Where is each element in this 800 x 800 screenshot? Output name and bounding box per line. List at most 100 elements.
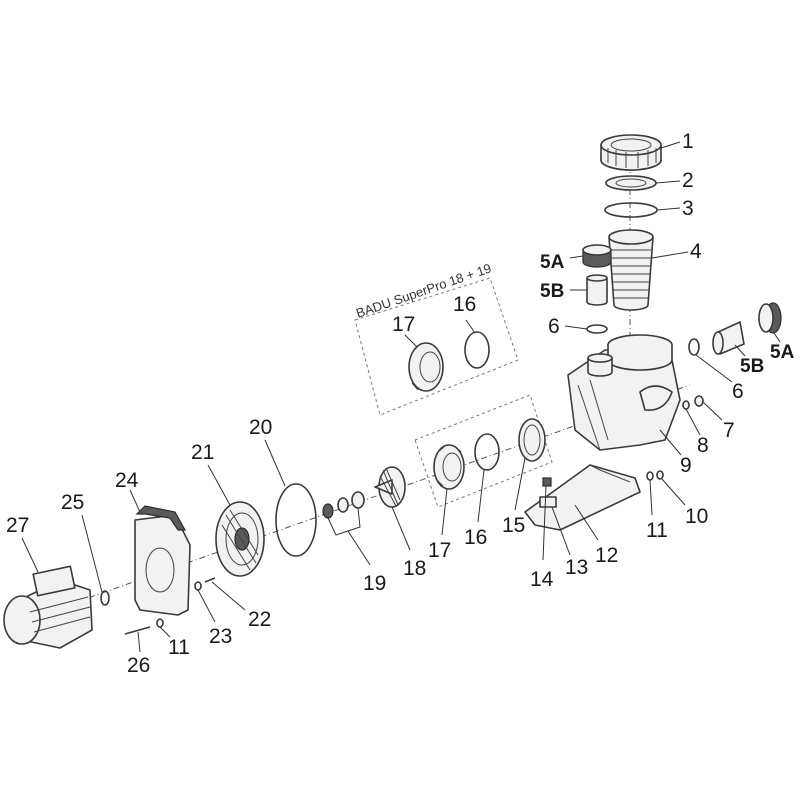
leader-6-right <box>695 354 733 383</box>
callout-2: 2 <box>682 169 694 192</box>
callout-15: 15 <box>502 514 525 537</box>
washer-part-11-right <box>646 471 654 481</box>
washer-part-25 <box>100 590 110 606</box>
leader-14 <box>542 485 547 561</box>
callout-3: 3 <box>682 197 694 220</box>
callout-6-right: 6 <box>732 380 744 403</box>
base-clip-part-14 <box>542 477 552 487</box>
nut-part-10 <box>656 470 664 480</box>
callout-23: 23 <box>209 625 232 648</box>
leader-18 <box>391 506 411 551</box>
lid-oring-part-3 <box>604 202 658 218</box>
leader-22 <box>211 581 246 611</box>
callout-14: 14 <box>530 568 554 591</box>
base-screw-part-13 <box>539 496 557 508</box>
washer-part-11-left <box>156 618 164 628</box>
leader-19 <box>327 507 371 566</box>
leader-13 <box>551 506 571 556</box>
leader-15 <box>514 457 526 511</box>
callout-1: 1 <box>682 130 694 153</box>
leader-11-left <box>159 626 171 638</box>
leader-8 <box>685 408 701 436</box>
callout-19: 19 <box>363 572 386 595</box>
leader-9 <box>659 429 682 456</box>
callout-5a-left: 5A <box>540 252 565 273</box>
callout-11-left: 11 <box>168 636 190 659</box>
leader-26 <box>137 631 141 653</box>
leader-23 <box>197 589 216 623</box>
leader-4 <box>651 251 689 259</box>
leader-17-lower <box>441 488 448 536</box>
callout-24: 24 <box>115 469 139 492</box>
motor-part-27 <box>3 565 93 649</box>
diffuser-ring-part-15 <box>518 418 546 462</box>
group-box-superpro <box>354 277 519 416</box>
impeller-part-18 <box>374 466 406 508</box>
callout-17-upper: 17 <box>392 313 415 336</box>
bolt-part-26 <box>124 626 151 635</box>
diffuser-oring-part-16-lower <box>474 433 500 471</box>
washer-part-23 <box>194 581 202 591</box>
pump-housing-part-9 <box>567 334 681 451</box>
leader-3 <box>656 207 681 211</box>
seal-housing-oring-part-20 <box>275 483 317 557</box>
leader-27 <box>21 537 39 573</box>
leader-7 <box>702 401 723 421</box>
callout-18: 18 <box>403 557 426 580</box>
lid-part-2 <box>605 175 657 191</box>
callout-17-lower: 17 <box>428 539 451 562</box>
leader-6-left <box>564 325 588 330</box>
leader-20 <box>264 439 286 487</box>
callout-27: 27 <box>6 514 29 537</box>
leader-5a-right <box>773 332 781 343</box>
callout-6-left: 6 <box>548 315 560 338</box>
callout-16-lower: 16 <box>464 526 487 549</box>
lid-ring-part-1 <box>600 134 662 171</box>
motor-flange-part-24 <box>134 505 191 616</box>
diffuser-oring-part-16-upper <box>464 331 490 369</box>
callout-9: 9 <box>680 454 692 477</box>
callout-5b-left: 5B <box>540 281 564 302</box>
union-nut-right-part-5a <box>758 302 782 334</box>
union-tail-left-part-5b <box>586 274 608 306</box>
callout-4: 4 <box>690 240 702 263</box>
leader-16-lower <box>477 469 485 523</box>
leader-1 <box>660 141 681 149</box>
screw-part-22 <box>204 577 216 583</box>
leader-16-upper <box>465 319 476 334</box>
union-oring-left-part-6 <box>586 324 608 334</box>
pump-base-part-12 <box>524 464 641 531</box>
callout-21: 21 <box>191 441 214 464</box>
drain-plug-part-7 <box>694 395 704 407</box>
leader-5a-left <box>569 255 584 259</box>
leader-17-upper <box>404 334 418 348</box>
callout-5b-right: 5B <box>740 356 764 377</box>
leader-11-right <box>649 479 653 516</box>
leader-10 <box>661 478 686 506</box>
callout-8: 8 <box>697 434 709 457</box>
leader-25 <box>81 514 103 593</box>
callout-11-right: 11 <box>646 519 668 542</box>
callout-16-upper: 16 <box>453 293 476 316</box>
drain-oring-part-8 <box>682 400 690 410</box>
leader-24 <box>129 489 141 513</box>
callout-5a-right: 5A <box>770 342 795 363</box>
strainer-basket-part-4 <box>608 229 654 311</box>
leader-5b-right <box>734 344 746 357</box>
leader-2 <box>655 180 681 184</box>
callout-20: 20 <box>249 416 272 439</box>
union-tail-right-part-5b <box>712 321 745 355</box>
callout-10: 10 <box>685 505 708 528</box>
union-oring-right-part-6 <box>688 338 700 356</box>
mechanical-seal-part-19 <box>322 491 365 519</box>
callout-13: 13 <box>565 556 588 579</box>
callout-12: 12 <box>595 544 618 567</box>
leader-21 <box>207 464 231 506</box>
group-box-lower <box>414 394 553 508</box>
callout-7: 7 <box>723 419 735 442</box>
callout-22: 22 <box>248 608 271 631</box>
leader-12 <box>574 504 599 541</box>
union-nut-left-part-5a <box>582 244 612 268</box>
callout-26: 26 <box>127 654 150 677</box>
